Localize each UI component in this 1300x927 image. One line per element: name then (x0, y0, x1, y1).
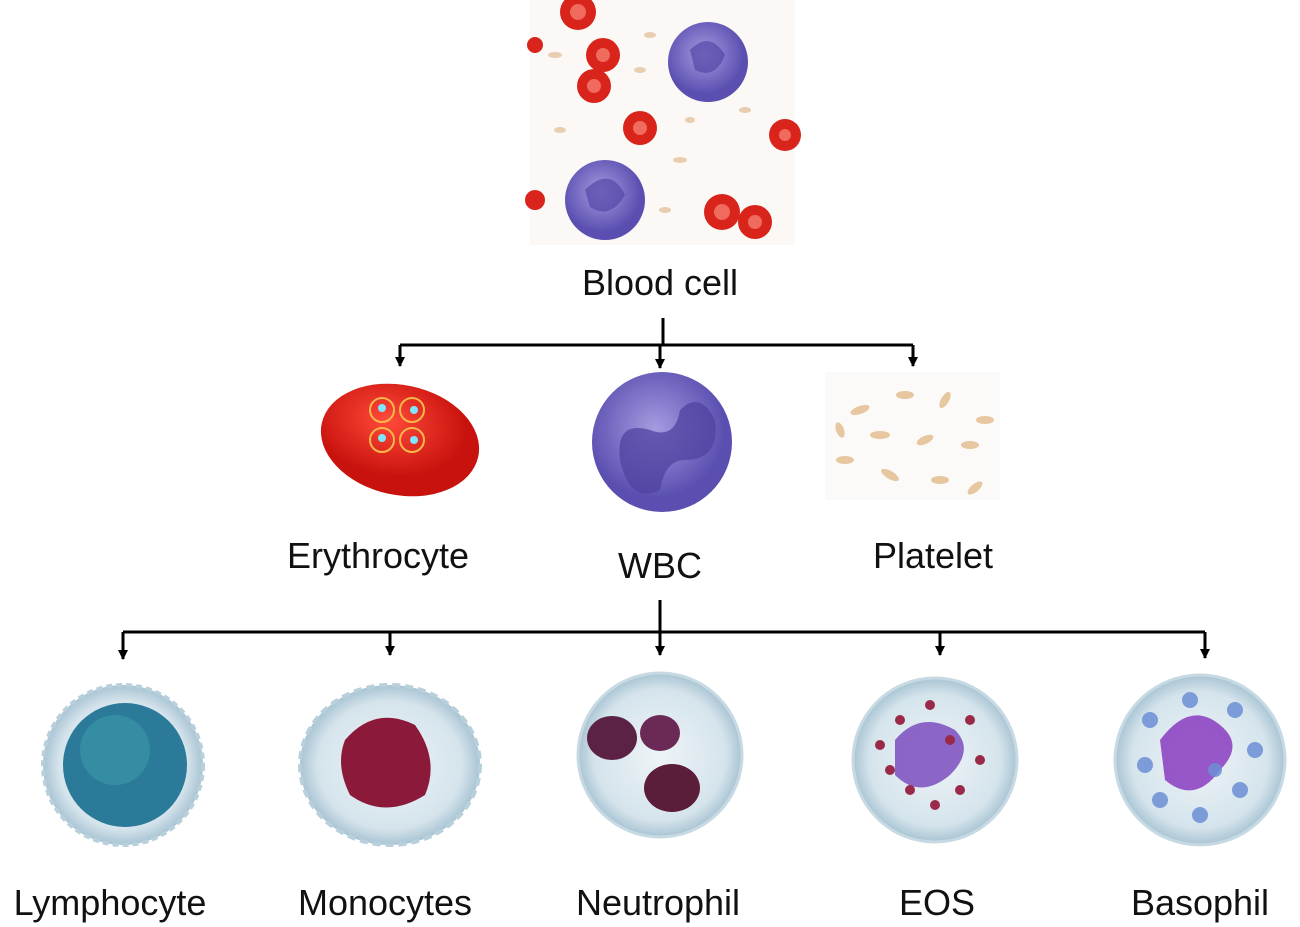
label-wbc: WBC (618, 545, 702, 586)
root-label-blood-cell: Blood cell (581, 262, 739, 303)
blood-smear-image (525, 0, 801, 245)
label-monocytes: Monocytes (297, 882, 473, 923)
label-lymphocyte: Lymphocyte (13, 882, 207, 923)
basophil-image (1113, 673, 1287, 847)
connector-wbc (118, 600, 1210, 660)
neutrophil-image (576, 671, 744, 839)
eosinophil-image (851, 676, 1019, 844)
lymphocyte-image (41, 683, 205, 847)
label-basophil: Basophil (1130, 882, 1270, 923)
label-neutrophil: Neutrophil (575, 882, 741, 923)
label-erythrocyte: Erythrocyte (286, 535, 470, 576)
monocyte-image (298, 683, 482, 847)
erythrocyte-image (320, 383, 480, 497)
platelet-image (825, 372, 1000, 500)
wbc-image (592, 372, 732, 512)
label-eos: EOS (898, 882, 976, 923)
connector-root (395, 318, 918, 369)
label-platelet: Platelet (872, 535, 994, 576)
